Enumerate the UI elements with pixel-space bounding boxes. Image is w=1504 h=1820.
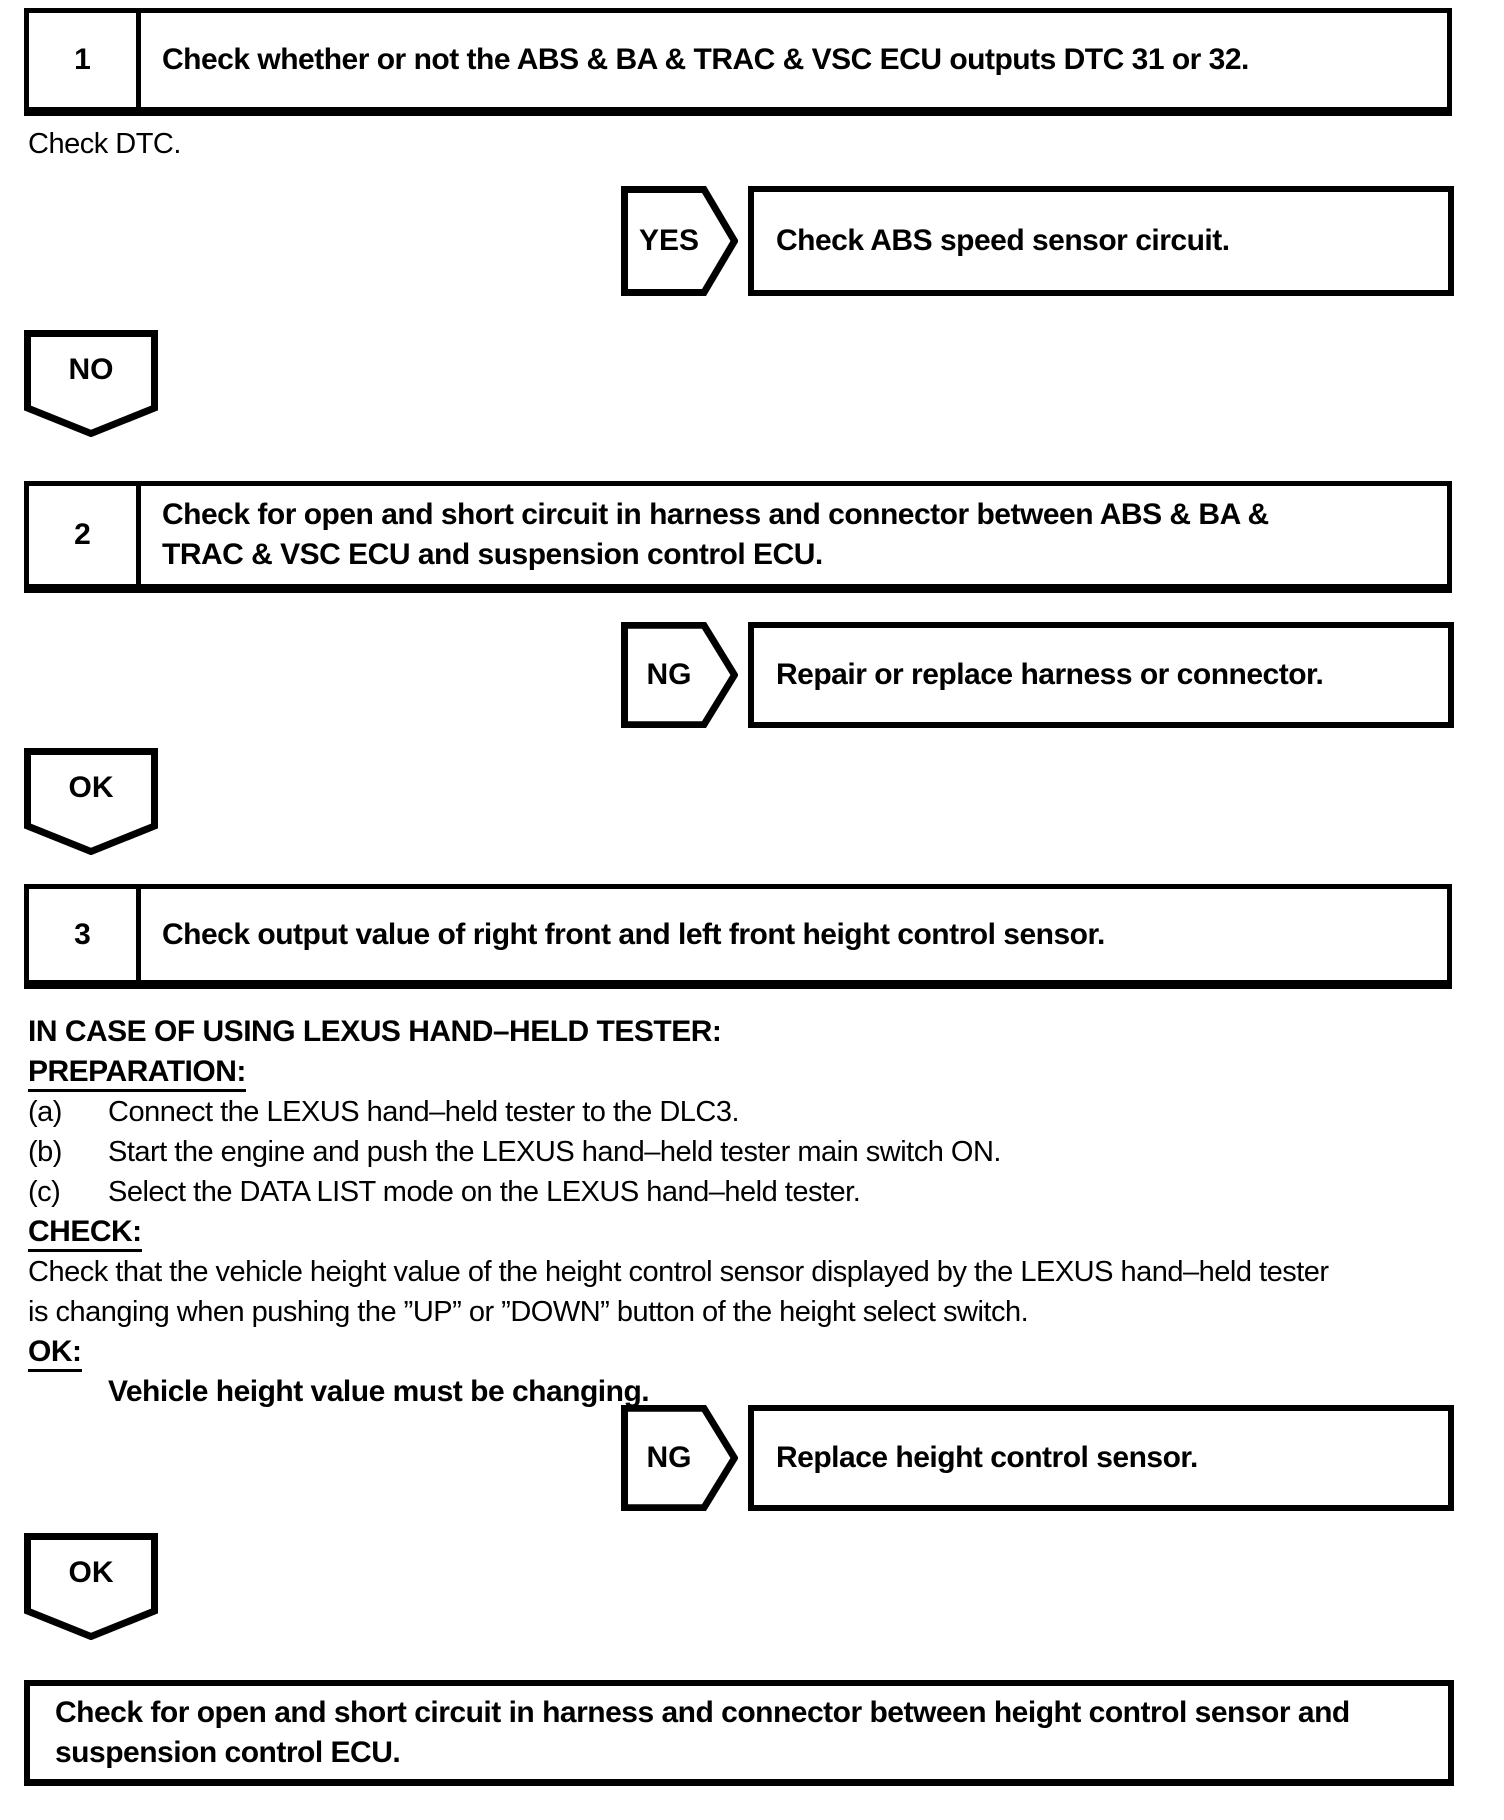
no-label: NO	[68, 353, 114, 386]
prep-item-c-text: Select the DATA LIST mode on the LEXUS h…	[108, 1176, 861, 1208]
ng-action-text-2: Replace height control sensor.	[776, 1441, 1198, 1474]
step-3-number: 3	[29, 889, 141, 980]
right-arrow-pentagon-icon	[621, 186, 738, 296]
step-3-box: 3 Check output value of right front and …	[24, 884, 1452, 989]
ok-label: OK:	[28, 1335, 82, 1372]
ok-connector-1: OK	[24, 748, 158, 855]
ng-action-text-1: Repair or replace harness or connector.	[776, 658, 1324, 691]
preparation-label: PREPARATION:	[28, 1055, 246, 1092]
prep-item-c: (c) Select the DATA LIST mode on the LEXU…	[28, 1172, 1478, 1212]
right-arrow-pentagon-icon	[621, 622, 738, 728]
ng-label-2: NG	[646, 1441, 692, 1474]
ng-action-box-1: Repair or replace harness or connector.	[748, 622, 1454, 728]
check-label: CHECK:	[28, 1215, 142, 1252]
instruction-block: IN CASE OF USING LEXUS HAND–HELD TESTER:…	[28, 1012, 1478, 1412]
step-2-title-line1: Check for open and short circuit in harn…	[162, 498, 1269, 531]
ok-label-2: OK	[68, 1556, 114, 1589]
ng-action-box-2: Replace height control sensor.	[748, 1405, 1454, 1511]
yes-label: YES	[638, 224, 700, 257]
final-action-line2: suspension control ECU.	[55, 1735, 401, 1769]
check-dtc-note: Check DTC.	[28, 128, 181, 160]
check-text-line1: Check that the vehicle height value of t…	[28, 1256, 1329, 1288]
right-arrow-pentagon-icon	[621, 1405, 738, 1511]
prep-item-b: (b) Start the engine and push the LEXUS h…	[28, 1132, 1478, 1172]
step-2-number: 2	[29, 486, 141, 584]
step-3-title: Check output value of right front and le…	[162, 917, 1105, 951]
check-text-line2: is changing when pushing the ”UP” or ”DO…	[28, 1296, 1029, 1328]
ok-label-1: OK	[68, 771, 114, 804]
no-connector: NO	[24, 330, 158, 437]
step-1-box: 1 Check whether or not the ABS & BA & TR…	[24, 8, 1452, 116]
yes-action-box: Check ABS speed sensor circuit.	[748, 186, 1454, 296]
prep-item-a: (a) Connect the LEXUS hand–held tester to…	[28, 1092, 1478, 1132]
yes-connector: YES	[621, 186, 738, 296]
final-action-line1: Check for open and short circuit in harn…	[55, 1695, 1350, 1729]
step-2-box: 2 Check for open and short circuit in ha…	[24, 481, 1452, 593]
prep-item-c-label: (c)	[28, 1176, 61, 1208]
yes-action-text: Check ABS speed sensor circuit.	[776, 224, 1230, 257]
prep-item-b-label: (b)	[28, 1136, 62, 1168]
ng-connector-2: NG	[621, 1405, 738, 1511]
ok-requirement: Vehicle height value must be changing.	[108, 1375, 650, 1408]
down-arrow-pentagon-icon	[24, 330, 158, 437]
ng-connector-1: NG	[621, 622, 738, 728]
prep-item-b-text: Start the engine and push the LEXUS hand…	[108, 1136, 1001, 1168]
ok-connector-2: OK	[24, 1533, 158, 1640]
ng-label-1: NG	[646, 658, 692, 691]
step-1-number: 1	[29, 13, 141, 107]
prep-item-a-text: Connect the LEXUS hand–held tester to th…	[108, 1096, 740, 1128]
step-1-title: Check whether or not the ABS & BA & TRAC…	[162, 43, 1249, 76]
case-heading: IN CASE OF USING LEXUS HAND–HELD TESTER:	[28, 1015, 722, 1048]
step-2-title-line2: TRAC & VSC ECU and suspension control EC…	[162, 538, 823, 571]
final-action-box: Check for open and short circuit in harn…	[24, 1680, 1454, 1786]
down-arrow-pentagon-icon	[24, 1533, 158, 1640]
prep-item-a-label: (a)	[28, 1096, 62, 1128]
down-arrow-pentagon-icon	[24, 748, 158, 855]
